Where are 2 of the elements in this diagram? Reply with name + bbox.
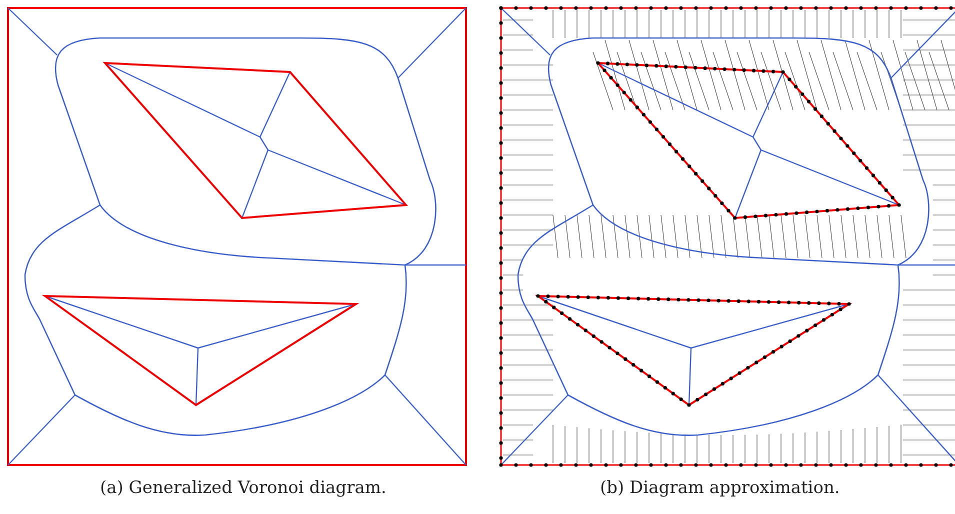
panel-caption: (b) Diagram approximation. [600,478,840,498]
panel-caption: (a) Generalized Voronoi diagram. [100,478,386,498]
